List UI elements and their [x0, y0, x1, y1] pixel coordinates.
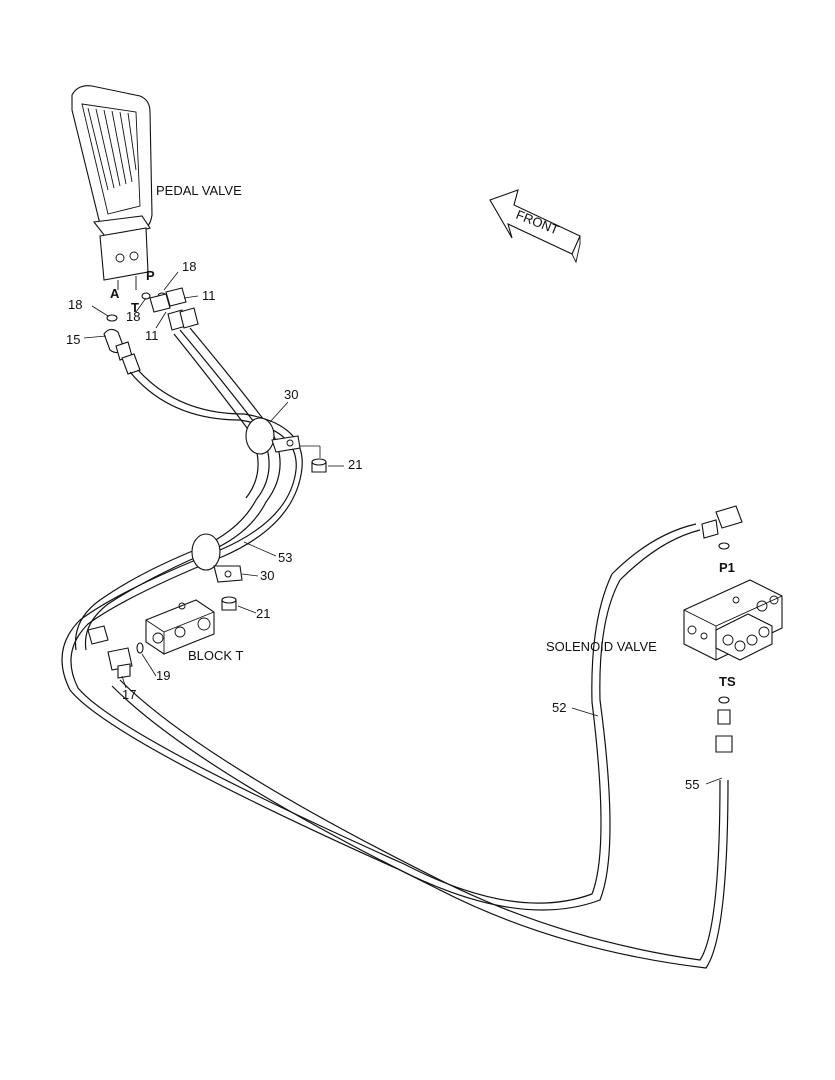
port-p-label: P: [146, 268, 155, 283]
pedal-fittings: [103, 287, 199, 375]
callout-15: 15: [66, 332, 80, 347]
bolt-lower: [221, 596, 237, 611]
clamp-upper: [245, 417, 301, 455]
callout-18-left: 18: [68, 297, 82, 312]
callout-21-low: 21: [256, 606, 270, 621]
port-a-label: A: [110, 286, 120, 301]
bolt-upper: [300, 445, 327, 473]
clamp-lower: [191, 533, 243, 583]
callout-30-top: 30: [284, 387, 298, 402]
callout-11-right: 11: [202, 288, 216, 303]
front-direction-arrow: FRONT: [489, 189, 581, 264]
pedal-valve-assembly: [71, 85, 153, 290]
leader-lines: [83, 271, 723, 785]
block-t-label: BLOCK T: [188, 648, 243, 663]
callout-18-mid: 18: [126, 309, 140, 324]
hose-bundle: [61, 327, 729, 969]
callout-52: 52: [552, 700, 566, 715]
callout-53: 53: [278, 550, 292, 565]
callout-55: 55: [685, 777, 699, 792]
block-t: [145, 599, 215, 655]
callout-30-low: 30: [260, 568, 274, 583]
port-p1-label: P1: [719, 560, 735, 575]
callout-11-low: 11: [145, 328, 159, 343]
port-t-label: T: [131, 300, 139, 315]
pedal-valve-label: PEDAL VALVE: [156, 183, 242, 198]
solenoid-fittings: [701, 505, 743, 753]
elbow-fitting: [87, 625, 144, 679]
callout-17: 17: [122, 687, 136, 702]
callout-19: 19: [156, 668, 170, 683]
port-ts-label: TS: [719, 674, 736, 689]
solenoid-valve-label: SOLENOID VALVE: [546, 639, 657, 654]
callout-18-top: 18: [182, 259, 196, 274]
callout-21-top: 21: [348, 457, 362, 472]
solenoid-valve: [683, 579, 783, 661]
